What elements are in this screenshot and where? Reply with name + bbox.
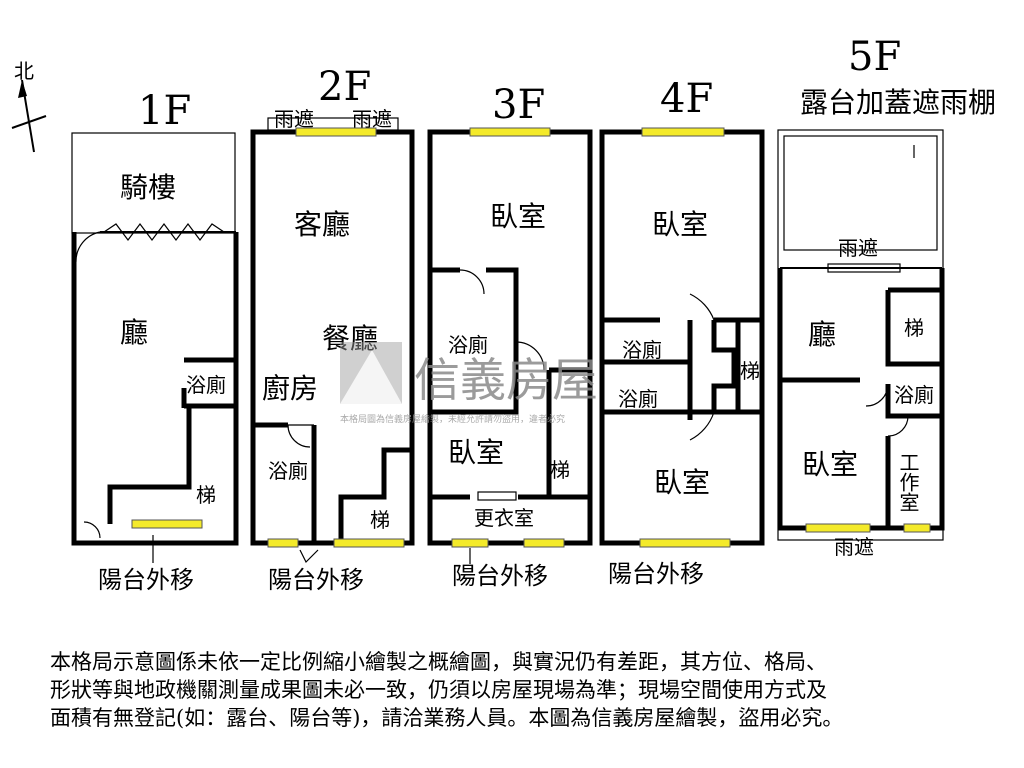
balcony-note-3f: 陽台外移 — [452, 562, 548, 590]
awning-5f-top: 雨遮 — [838, 236, 878, 260]
room-bath: 浴廁 — [186, 373, 226, 397]
room-kitchen: 廚房 — [262, 372, 318, 405]
room-workroom-5f: 工作室 — [896, 452, 920, 512]
disclaimer-line-2: 形狀等與地政機關測量成果圖未必一致，仍須以房屋現場為準；現場空間使用方式及 — [50, 678, 827, 702]
room-closet-3f: 更衣室 — [474, 506, 534, 530]
room-bedroom-3f-b: 臥室 — [448, 436, 504, 469]
floor-1f: 1F 騎樓 廳 浴廁 梯 陽台外移 — [71, 88, 239, 594]
room-bath-4f-a: 浴廁 — [622, 338, 662, 362]
watermark-sub: 本格局圖為信義房屋繪製，未經允許請勿盜用，違者必究 — [340, 413, 565, 425]
brand-logo-icon — [340, 342, 402, 404]
room-stair-5f: 梯 — [904, 316, 924, 340]
watermark-brand: 信義房屋 — [414, 353, 598, 407]
balcony-note-1f: 陽台外移 — [98, 566, 194, 594]
room-bath-3f: 浴廁 — [448, 333, 488, 357]
floor-3f: 3F 臥室 浴廁 臥室 梯 更衣室 陽台外移 — [427, 82, 593, 590]
floor-plan-diagram: 北 1F 騎樓 廳 浴廁 梯 陽台外移 2F 雨遮 雨遮 — [11, 34, 996, 594]
awning-2f-right: 雨遮 — [352, 107, 392, 131]
terrace-subtitle: 露台加蓋遮雨棚 — [800, 86, 996, 119]
floor-2f-label: 2F — [318, 64, 371, 110]
room-bedroom-3f-a: 臥室 — [490, 200, 546, 233]
room-living: 客廳 — [294, 208, 350, 241]
compass: 北 — [11, 59, 47, 153]
compass-north-label: 北 — [14, 59, 34, 83]
room-stair-3f: 梯 — [550, 458, 570, 482]
floor-4f-label: 4F — [660, 76, 713, 122]
floor-5f: 5F 露台加蓋遮雨棚 雨遮 廳 梯 浴廁 臥室 工作室 雨遮 — [777, 34, 996, 559]
room-hall-5f: 廳 — [808, 318, 836, 351]
room-bath-5f: 浴廁 — [894, 383, 934, 407]
balcony-note-2f: 陽台外移 — [268, 566, 364, 594]
north-arrow-icon — [18, 80, 27, 98]
disclaimer-notes: 本格局示意圖係未依一定比例縮小繪製之概繪圖，與實況仍有差距，其方位、格局、 形狀… — [50, 648, 990, 732]
room-bath-2f: 浴廁 — [268, 459, 308, 483]
watermark: 信義房屋 本格局圖為信義房屋繪製，未經允許請勿盜用，違者必究 — [340, 342, 598, 425]
disclaimer-line-3: 面積有無登記(如：露台、陽台等)，請洽業務人員。本圖為信義房屋繪製，盜用必究。 — [50, 706, 844, 730]
floor-3f-label: 3F — [492, 82, 545, 128]
floor-4f: 4F 臥室 浴廁 浴廁 梯 臥室 陽台外移 — [599, 76, 765, 588]
room-hall: 廳 — [120, 316, 148, 349]
room-arcade: 騎樓 — [120, 171, 176, 204]
room-bedroom-4f-a: 臥室 — [652, 208, 708, 241]
room-bath-2f-line: 浴廁 — [268, 459, 308, 483]
awning-2f-left: 雨遮 — [274, 107, 314, 131]
floor-2f: 2F 雨遮 雨遮 客廳 餐廳 廚房 浴廁 梯 陽台外移 — [250, 64, 415, 594]
room-workroom-5f-text: 工作室 — [896, 452, 920, 512]
room-stair-2f: 梯 — [370, 508, 390, 532]
disclaimer-line-1: 本格局示意圖係未依一定比例縮小繪製之概繪圖，與實況仍有差距，其方位、格局、 — [50, 650, 827, 674]
room-bedroom-5f: 臥室 — [802, 448, 858, 481]
room-bedroom-4f-b: 臥室 — [654, 466, 710, 499]
floor-1f-label: 1F — [138, 88, 191, 134]
room-stair-4f: 梯 — [740, 359, 760, 383]
room-dining: 餐廳 — [322, 322, 378, 355]
awning-5f-bottom: 雨遮 — [834, 535, 874, 559]
room-stair: 梯 — [196, 483, 216, 507]
room-bath-4f-b: 浴廁 — [618, 387, 658, 411]
floor-5f-label: 5F — [848, 34, 901, 80]
balcony-note-4f: 陽台外移 — [608, 560, 704, 588]
